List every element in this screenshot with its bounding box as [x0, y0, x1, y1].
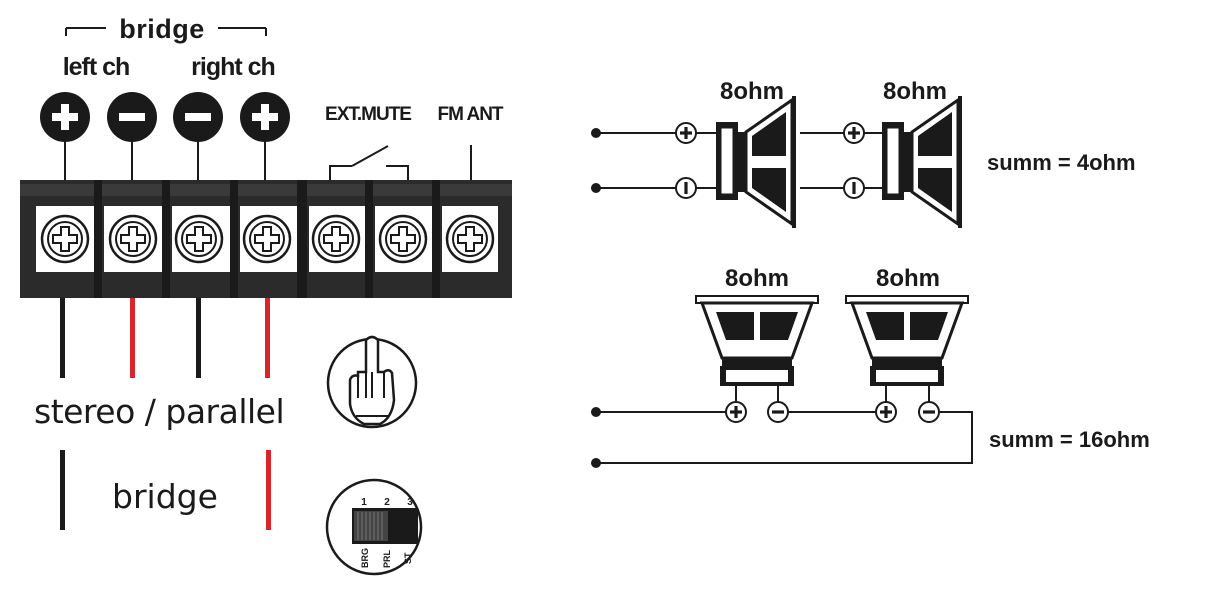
wire-red-bridge: [266, 450, 271, 530]
ext-mute-label: EXT.MUTE: [325, 104, 411, 125]
left-plus-icon: [40, 92, 90, 142]
stereo-parallel-label: stereo / parallel: [34, 392, 284, 431]
parallel-wiring-section: 8ohm 8ohm summ = 4ohm: [591, 78, 1136, 230]
switch-mode-brg: BRG: [360, 548, 370, 568]
switch-position-3: 3: [407, 497, 413, 508]
minus-terminal-icon: [675, 177, 697, 199]
plus-terminal-icon: [725, 401, 747, 423]
wire-red: [130, 298, 135, 378]
screw-icon: [40, 214, 90, 264]
speaker-label: 8ohm: [876, 265, 940, 292]
screw-icon: [174, 214, 224, 264]
wire-red: [265, 298, 270, 378]
speaker-icon: [714, 94, 798, 230]
switch-mode-st: ST: [403, 552, 413, 564]
speaker-label: 8ohm: [725, 265, 789, 292]
screw-icon: [311, 214, 361, 264]
minus-terminal-icon: [918, 401, 940, 423]
wire-black: [196, 298, 201, 378]
minus-terminal-icon: [843, 177, 865, 199]
parallel-sum-label: summ = 4ohm: [987, 150, 1136, 175]
left-ch-label: left ch: [63, 53, 130, 81]
mute-switch-icon: [329, 145, 409, 180]
mode-switch-icon: [325, 478, 423, 576]
screw-icon: [445, 214, 495, 264]
switch-position-2: 2: [384, 497, 390, 508]
speaker-icon: [844, 294, 970, 388]
fm-ant-label: FM ANT: [437, 104, 503, 125]
right-ch-label: right ch: [191, 53, 275, 81]
series-sum-label: summ = 16ohm: [989, 427, 1150, 452]
minus-terminal-icon: [767, 401, 789, 423]
screw-icon: [242, 214, 292, 264]
terminal-block-section: bridge left ch right ch EXT.MUTE FM ANT: [20, 14, 512, 576]
wire-black-bridge: [60, 450, 65, 530]
plus-terminal-icon: [675, 122, 697, 144]
speaker-label: 8ohm: [883, 78, 947, 105]
series-wiring-section: 8ohm 8ohm summ = 16ohm: [591, 265, 1150, 468]
left-minus-icon: [107, 92, 157, 142]
speaker-label: 8ohm: [720, 78, 784, 105]
screw-icon: [108, 214, 158, 264]
plus-terminal-icon: [843, 122, 865, 144]
plus-terminal-icon: [875, 401, 897, 423]
right-minus-icon: [173, 92, 223, 142]
hand-pointing-icon: [326, 335, 418, 429]
switch-position-1: 1: [361, 497, 367, 508]
bridge-bottom-label: bridge: [112, 477, 218, 516]
bridge-top-label: bridge: [119, 14, 205, 44]
screw-icon: [378, 214, 428, 264]
speaker-icon: [694, 294, 820, 388]
right-plus-icon: [240, 92, 290, 142]
speaker-icon: [880, 94, 964, 230]
wire-black: [60, 298, 65, 378]
switch-mode-prl: PRL: [382, 549, 392, 568]
